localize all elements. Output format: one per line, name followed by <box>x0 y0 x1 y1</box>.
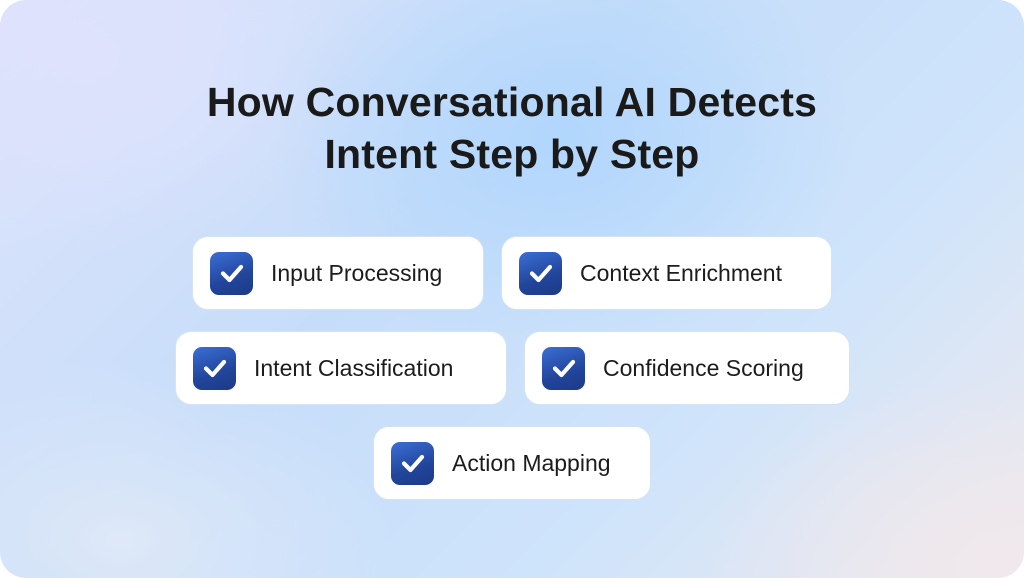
step-label: Confidence Scoring <box>603 354 804 381</box>
check-icon <box>193 346 236 390</box>
step-card-action-mapping: Action Mapping <box>373 426 651 500</box>
check-icon <box>519 251 562 295</box>
step-label: Action Mapping <box>452 449 611 476</box>
step-label: Context Enrichment <box>580 259 782 286</box>
check-icon <box>210 251 253 295</box>
title-line-1: How Conversational AI Detects <box>206 79 818 125</box>
step-card-context-enrichment: Context Enrichment <box>501 236 832 310</box>
check-icon <box>542 346 585 390</box>
step-label: Intent Classification <box>254 354 454 381</box>
step-card-intent-classification: Intent Classification <box>175 331 507 405</box>
page-title: How Conversational AI Detects Intent Ste… <box>0 76 1024 180</box>
step-card-confidence-scoring: Confidence Scoring <box>524 331 850 405</box>
step-card-input-processing: Input Processing <box>192 236 484 310</box>
check-icon <box>391 441 434 485</box>
step-label: Input Processing <box>271 259 443 286</box>
title-line-2: Intent Step by Step <box>324 131 700 177</box>
